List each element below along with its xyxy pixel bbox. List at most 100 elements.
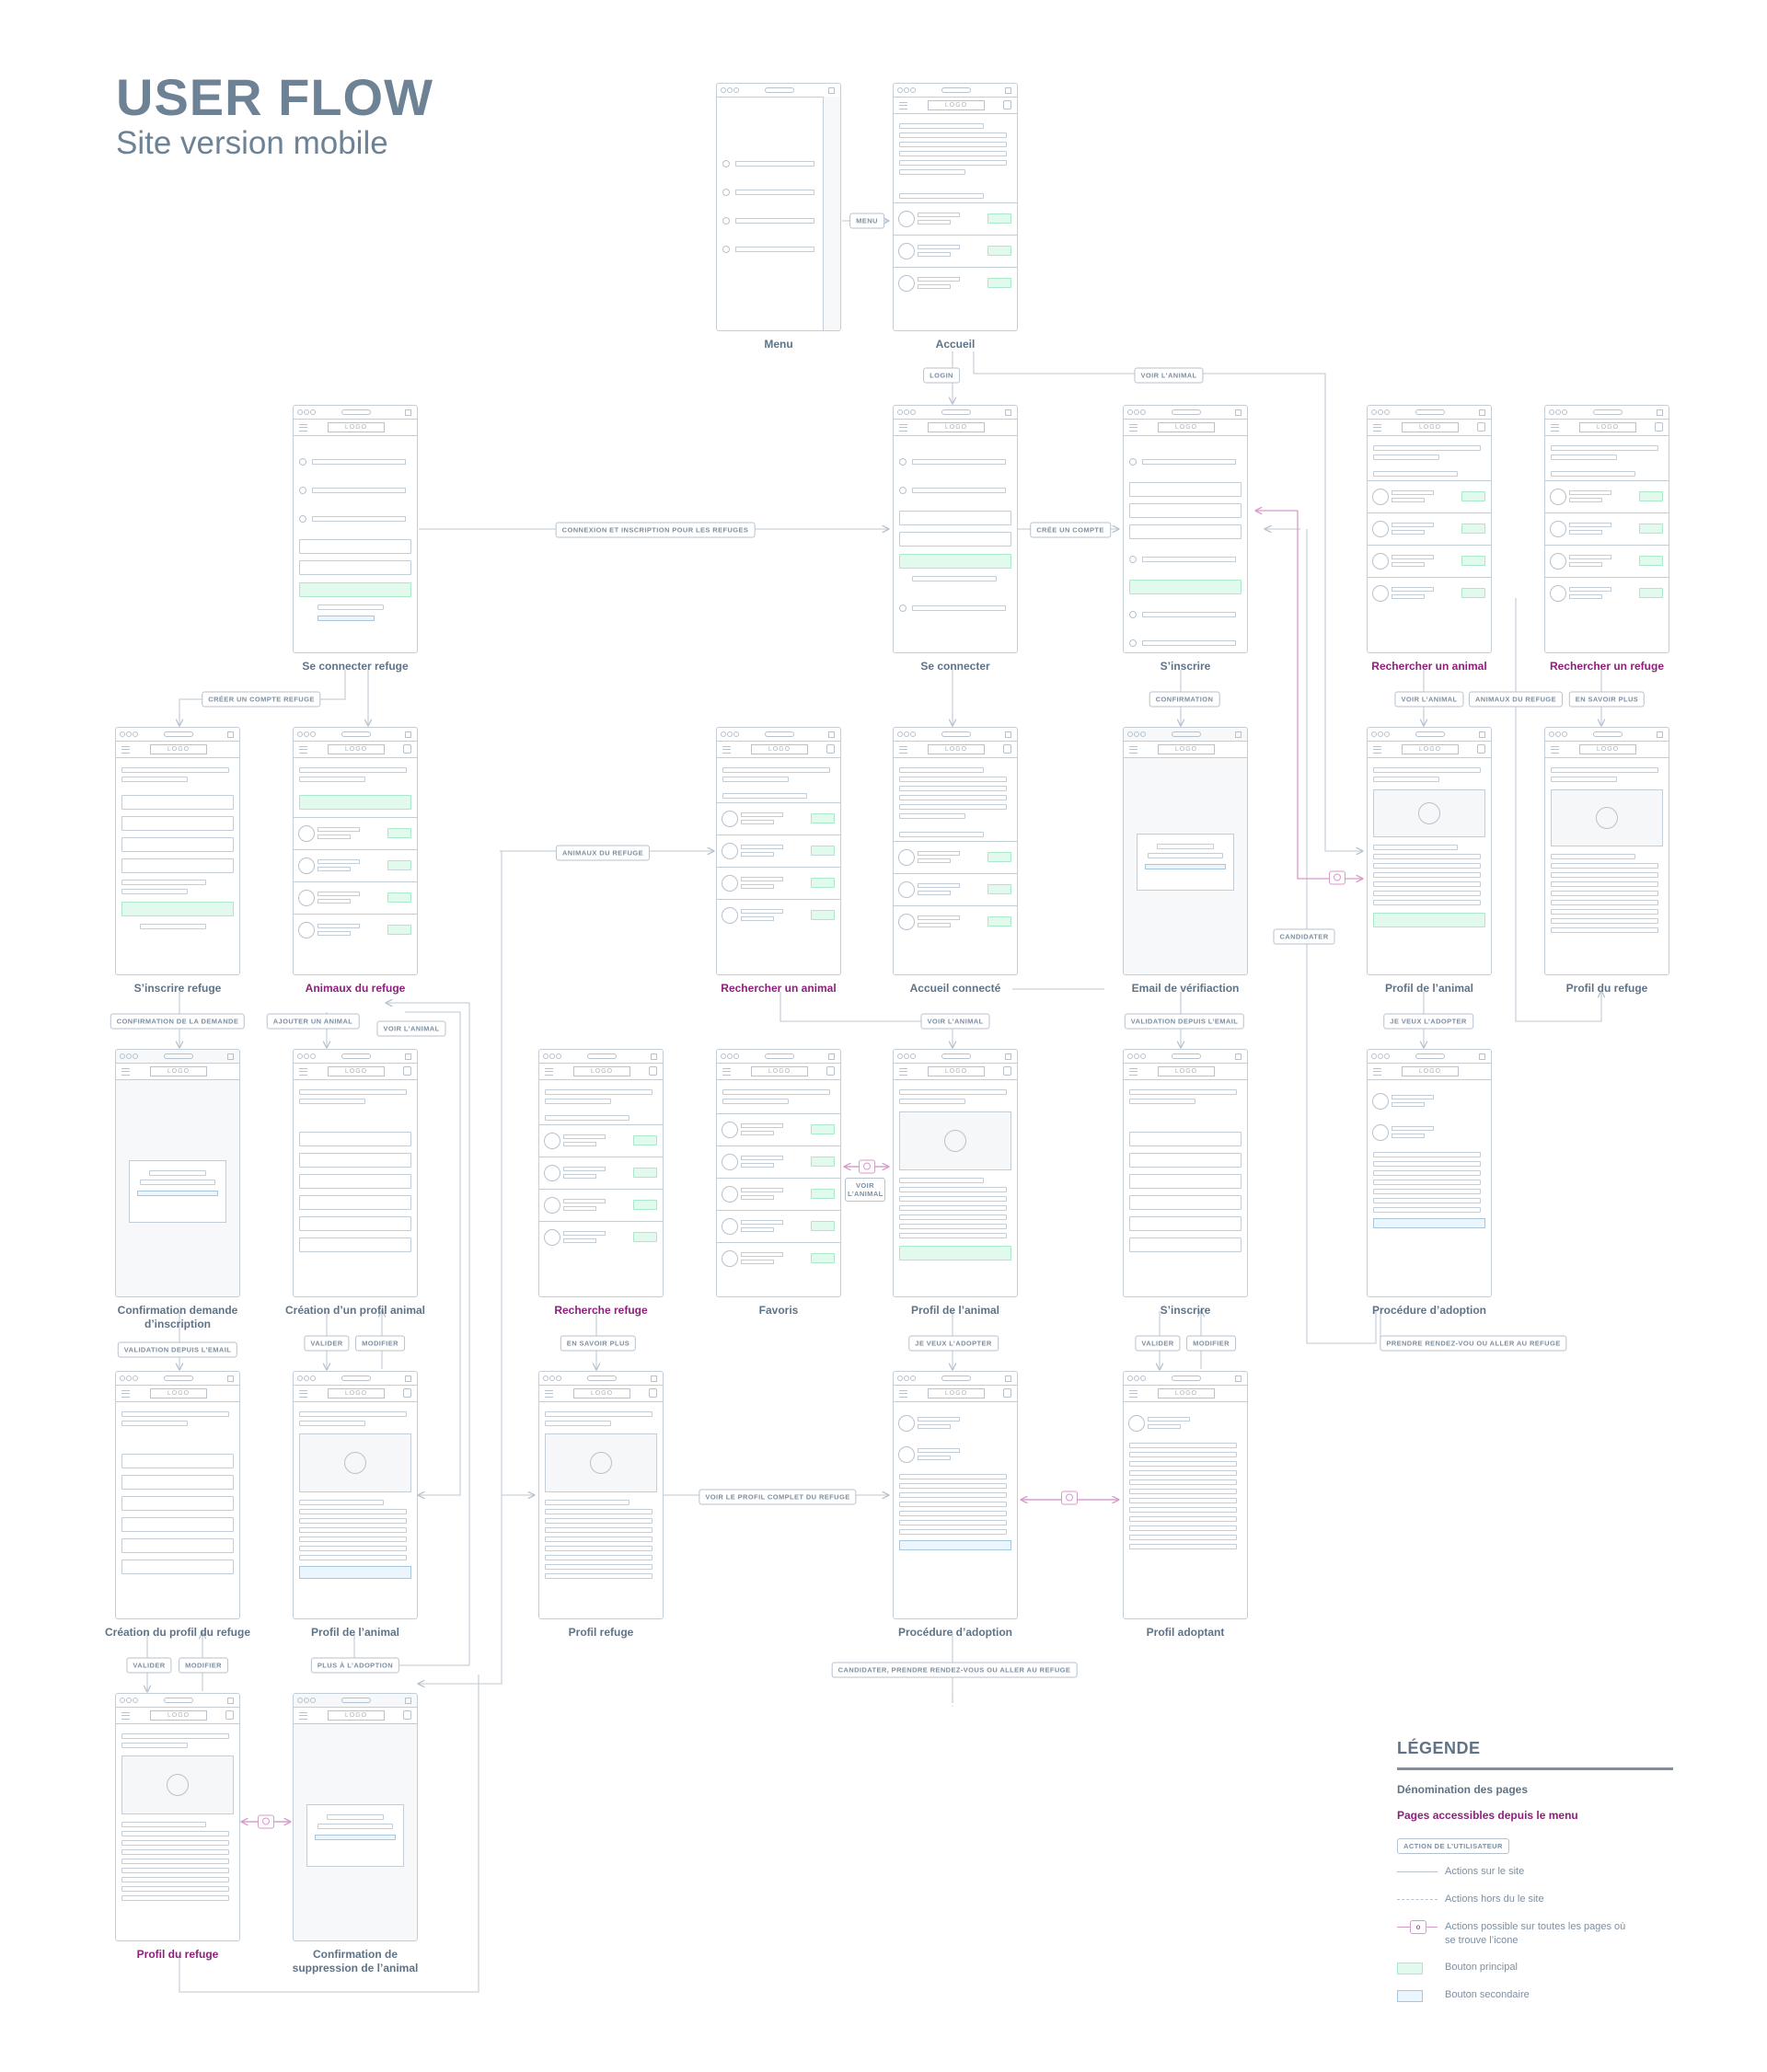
wireframe-profil-du-refuge-2: LOGO bbox=[115, 1693, 240, 1941]
action-modifier: MODIFIER bbox=[355, 1335, 405, 1352]
action-confirmation-demande: CONFIRMATION DE LA DEMANDE bbox=[110, 1013, 246, 1030]
wireframe-confirmation-demande: LOGO bbox=[115, 1049, 240, 1297]
action-animaux-refuge: ANIMAUX DU REFUGE bbox=[555, 845, 651, 861]
page-label-confirmation-suppression: Confirmation de suppression de l’animal bbox=[292, 1948, 419, 1974]
wireframe-s-inscrire-2: LOGO bbox=[1123, 1049, 1248, 1297]
wireframe-s-inscrire-refuge: LOGO bbox=[115, 727, 240, 975]
action-en-savoir-plus: EN SAVOIR PLUS bbox=[1568, 691, 1646, 708]
action-confirmation: CONFIRMATION bbox=[1149, 691, 1220, 708]
legend-title: LÉGENDE bbox=[1397, 1739, 1673, 1770]
wireframe-confirmation-suppression: LOGO bbox=[293, 1693, 418, 1941]
page-subtitle: Site version mobile bbox=[116, 125, 388, 161]
page-label-accueil: Accueil bbox=[935, 338, 976, 351]
action-valider: VALIDER bbox=[304, 1335, 350, 1352]
action-login: LOGIN bbox=[923, 367, 960, 384]
action-validation-email: VALIDATION DEPUIS L’EMAIL bbox=[1124, 1013, 1245, 1030]
global-action-icon bbox=[258, 1814, 274, 1829]
wireframe-se-connecter-refuge: LOGO bbox=[293, 405, 418, 653]
action-voir-animal: VOIR L’ANIMAL bbox=[1394, 691, 1464, 708]
action-creer-compte-refuge: CRÉER UN COMPTE REFUGE bbox=[202, 691, 321, 708]
action-voir-animal: VOIR L’ANIMAL bbox=[920, 1013, 990, 1030]
page-label-se-connecter-refuge: Se connecter refuge bbox=[302, 660, 409, 673]
page-label-procedure-adoption-2: Procédure d’adoption bbox=[897, 1626, 1012, 1639]
wireframe-profil-adoptant: LOGO bbox=[1123, 1371, 1248, 1619]
wireframe-profil-du-refuge: LOGO bbox=[1544, 727, 1669, 975]
wireframe-accueil-connecte: LOGO bbox=[893, 727, 1018, 975]
action-je-veux-adopter: JE VEUX L’ADOPTER bbox=[1383, 1013, 1473, 1030]
page-label-favoris: Favoris bbox=[758, 1304, 799, 1317]
legend-user-action: ACTION DE L’UTILISATEUR bbox=[1397, 1838, 1509, 1854]
action-voir-animal: VOIR L’ANIMAL bbox=[376, 1020, 446, 1037]
page-label-animaux-du-refuge: Animaux du refuge bbox=[305, 982, 406, 995]
page-label-rechercher-un-animal: Rechercher un animal bbox=[1371, 660, 1487, 673]
wireframe-procedure-adoption-2: LOGO bbox=[893, 1371, 1018, 1619]
wireframe-profil-de-l-animal-3: LOGO bbox=[293, 1371, 418, 1619]
page-label-profil-du-refuge-2: Profil du refuge bbox=[136, 1948, 219, 1961]
action-valider: VALIDER bbox=[126, 1657, 172, 1674]
action-voir-profil-complet: VOIR LE PROFIL COMPLET DU REFUGE bbox=[699, 1489, 857, 1505]
page-label-creation-profil-animal: Création d’un profil animal bbox=[284, 1304, 425, 1317]
page-label-s-inscrire: S’inscrire bbox=[1160, 660, 1211, 673]
wireframe-rechercher-un-refuge: LOGO bbox=[1544, 405, 1669, 653]
action-voir-animal: VOIR L’ANIMAL bbox=[845, 1178, 885, 1202]
legend-pink-icon: o bbox=[1410, 1920, 1426, 1934]
wireframe-se-connecter: LOGO bbox=[893, 405, 1018, 653]
wireframe-creation-profil-animal: LOGO bbox=[293, 1049, 418, 1297]
global-action-icon bbox=[1061, 1491, 1078, 1505]
wireframe-profil-de-l-animal: LOGO bbox=[1367, 727, 1492, 975]
wireframe-accueil: LOGO bbox=[893, 83, 1018, 331]
wireframe-animaux-du-refuge: LOGO bbox=[293, 727, 418, 975]
legend-primary-button: Bouton principal bbox=[1397, 1961, 1673, 1988]
page-label-confirmation-demande: Confirmation demande d’inscription bbox=[117, 1304, 238, 1330]
action-voir-animal: VOIR L’ANIMAL bbox=[1134, 367, 1204, 384]
action-en-savoir-plus: EN SAVOIR PLUS bbox=[560, 1335, 637, 1352]
wireframe-s-inscrire: LOGO bbox=[1123, 405, 1248, 653]
page-label-s-inscrire-refuge: S’inscrire refuge bbox=[133, 982, 222, 995]
page-label-profil-de-l-animal-3: Profil de l’animal bbox=[310, 1626, 400, 1639]
action-cree-compte: CRÉE UN COMPTE bbox=[1030, 522, 1111, 538]
action-plus-adoption: PLUS À L’ADOPTION bbox=[310, 1657, 400, 1674]
action-candidater-prendre-rdv: CANDIDATER, PRENDRE RENDEZ-VOUS OU ALLER… bbox=[831, 1662, 1078, 1678]
action-valider: VALIDER bbox=[1135, 1335, 1181, 1352]
wireframe-menu bbox=[716, 83, 841, 331]
page-label-profil-refuge: Profil refuge bbox=[568, 1626, 634, 1639]
page-label-profil-adoptant: Profil adoptant bbox=[1146, 1626, 1225, 1639]
wireframe-creation-profil-refuge: LOGO bbox=[115, 1371, 240, 1619]
wireframe-favoris: LOGO bbox=[716, 1049, 841, 1297]
action-modifier: MODIFIER bbox=[179, 1657, 228, 1674]
legend-page-name: Dénomination des pages bbox=[1397, 1783, 1529, 1796]
action-ajouter-animal: AJOUTER UN ANIMAL bbox=[266, 1013, 360, 1030]
global-action-icon bbox=[1329, 870, 1345, 885]
legend-menu-pages: Pages accessibles depuis le menu bbox=[1397, 1809, 1578, 1822]
page-label-rechercher-un-animal-2: Rechercher un animal bbox=[721, 982, 837, 995]
action-validation-email: VALIDATION DEPUIS L’EMAIL bbox=[117, 1341, 238, 1358]
wireframe-recherche-refuge: LOGO bbox=[538, 1049, 664, 1297]
action-je-veux-adopter: JE VEUX L’ADOPTER bbox=[908, 1335, 999, 1352]
wireframe-profil-de-l-animal-2: LOGO bbox=[893, 1049, 1018, 1297]
page-label-recherche-refuge: Recherche refuge bbox=[554, 1304, 648, 1317]
legend-off-site: Actions hors du le site bbox=[1397, 1893, 1673, 1920]
wireframe-rechercher-un-animal-2: LOGO bbox=[716, 727, 841, 975]
action-modifier: MODIFIER bbox=[1186, 1335, 1236, 1352]
action-prendre-rdv: PRENDRE RENDEZ-VOU OU ALLER AU REFUGE bbox=[1380, 1335, 1567, 1352]
page-label-menu: Menu bbox=[764, 338, 793, 351]
global-action-icon bbox=[859, 1159, 875, 1174]
wireframe-profil-refuge: LOGO bbox=[538, 1371, 664, 1619]
wireframe-procedure-adoption: LOGO bbox=[1367, 1049, 1492, 1297]
wireframe-email-verification: LOGO bbox=[1123, 727, 1248, 975]
legend-on-site: Actions sur le site bbox=[1397, 1865, 1673, 1893]
wireframe-rechercher-un-animal: LOGO bbox=[1367, 405, 1492, 653]
action-menu: MENU bbox=[849, 213, 884, 229]
page-label-rechercher-un-refuge: Rechercher un refuge bbox=[1549, 660, 1665, 673]
page-label-creation-profil-refuge: Création du profil du refuge bbox=[105, 1626, 250, 1639]
action-candidater: CANDIDATER bbox=[1273, 928, 1335, 945]
action-connexion-refuges: CONNEXION ET INSCRIPTION POUR LES REFUGE… bbox=[555, 522, 756, 538]
page-label-se-connecter: Se connecter bbox=[920, 660, 990, 673]
legend-secondary-button: Bouton secondaire bbox=[1397, 1988, 1673, 2016]
page-label-accueil-connecte: Accueil connecté bbox=[909, 982, 1001, 995]
page-label-profil-de-l-animal: Profil de l’animal bbox=[1384, 982, 1474, 995]
page-label-email-verification: Email de vérifiaction bbox=[1131, 982, 1240, 995]
page-label-procedure-adoption: Procédure d’adoption bbox=[1371, 1304, 1486, 1317]
legend: LÉGENDE Dénomination des pages Pages acc… bbox=[1397, 1739, 1673, 2016]
